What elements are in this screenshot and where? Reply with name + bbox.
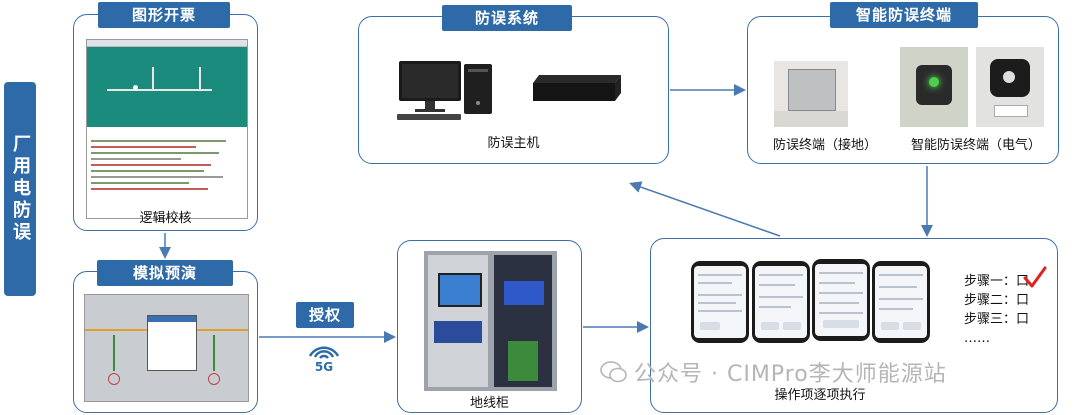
anti-error-host-caption: 防误主机	[487, 136, 540, 151]
execution-box	[650, 238, 1058, 413]
graphic-ticket-title: 图形开票	[98, 2, 230, 28]
ground-terminal-caption: 防误终端（接地）	[772, 138, 877, 153]
phone-1	[691, 261, 749, 343]
step-2-box: 口	[1016, 293, 1030, 308]
steps-list: 步骤一：口 步骤二：口 步骤三：口 ……	[964, 272, 1029, 348]
phone-4	[872, 261, 930, 343]
wechat-icon	[600, 361, 627, 383]
side-label: 厂用电防误	[4, 82, 36, 296]
phone-3	[812, 259, 870, 341]
execution-caption: 操作项逐项执行	[774, 388, 866, 403]
cabinet-photo	[424, 251, 557, 391]
arrow-execution-to-system	[629, 181, 781, 237]
simulation-screenshot	[84, 294, 249, 402]
ticket-screenshot	[86, 39, 248, 219]
step-ellipsis: ……	[964, 331, 990, 346]
smart-terminal-title: 智能防误终端	[830, 2, 978, 28]
electric-terminal-photo-1	[900, 47, 968, 127]
pc-tower-icon	[464, 64, 492, 114]
cabinet-box	[397, 240, 582, 413]
anti-error-system-box	[358, 16, 669, 164]
electric-terminal-caption: 智能防误终端（电气）	[910, 138, 1041, 153]
phone-2	[752, 261, 810, 343]
watermark-text: 公众号 · CIMPro李大师能源站	[634, 362, 947, 387]
graphic-ticket-box	[73, 14, 258, 231]
monitor-icon	[397, 61, 461, 120]
simulation-title: 模拟预演	[97, 260, 233, 286]
server-icon	[533, 75, 621, 101]
auth-label: 授权	[296, 302, 354, 328]
check-mark-icon	[1023, 266, 1047, 288]
smart-terminal-box	[747, 16, 1059, 164]
logic-check-caption: 逻辑校核	[139, 211, 192, 226]
cabinet-caption: 地线柜	[469, 396, 509, 411]
electric-terminal-photo-2	[976, 47, 1044, 127]
step-3-box: 口	[1016, 312, 1030, 327]
step-2: 步骤二：口	[964, 293, 1030, 308]
anti-error-system-title: 防误系统	[442, 5, 572, 31]
step-3: 步骤三：口	[964, 312, 1030, 327]
signal-5g-label: 5G	[314, 360, 334, 374]
simulation-box	[73, 271, 258, 413]
ground-terminal-photo	[774, 61, 848, 127]
signal-5g-icon	[308, 346, 340, 359]
